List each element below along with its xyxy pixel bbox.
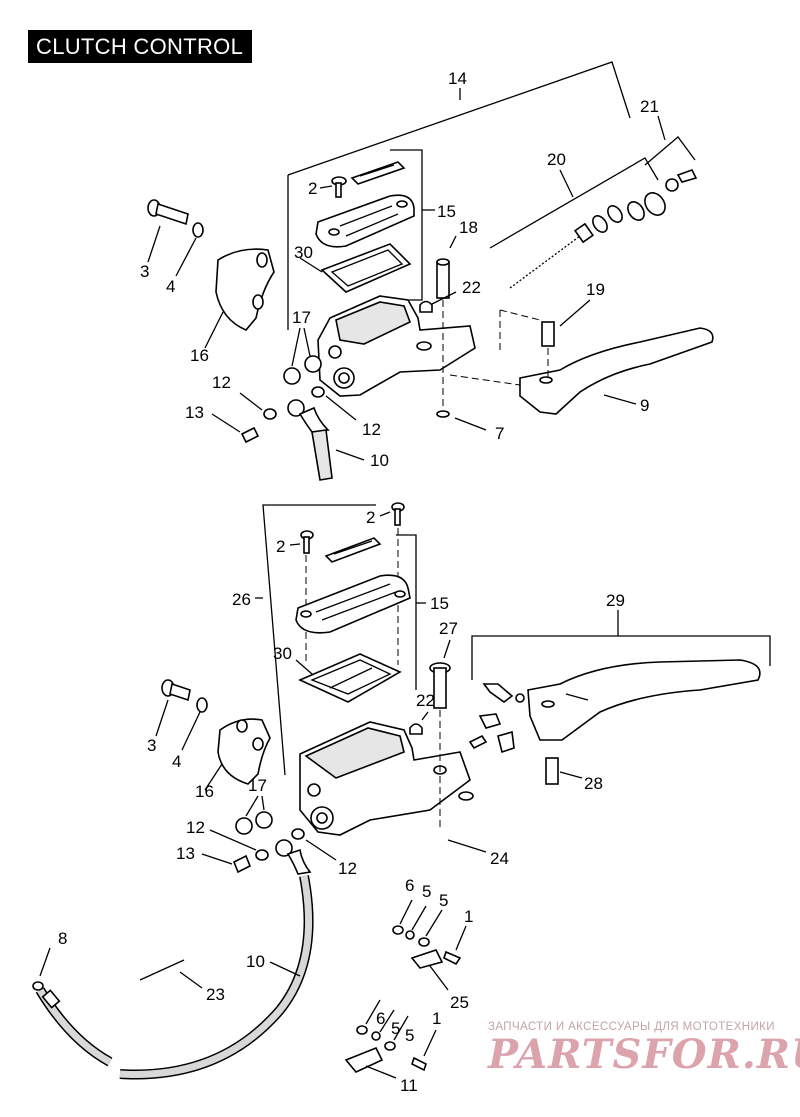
cable-tie-23 (139, 959, 185, 981)
watermark-logo: PARTSFOR.RU (488, 1031, 800, 1078)
callout-16: 16 (195, 782, 214, 801)
callout-16: 16 (190, 346, 209, 365)
bushing-28 (545, 757, 559, 785)
clamp-bolt-3-bottom (161, 679, 191, 702)
callout-27: 27 (439, 619, 458, 638)
washer-4-bottom (196, 697, 208, 713)
callout-5: 5 (439, 891, 448, 910)
callout-17: 17 (248, 776, 267, 795)
callout-10: 10 (370, 451, 389, 470)
callout-3: 3 (147, 736, 156, 755)
bracket-15-bottom (396, 534, 417, 690)
clutch-lever-9 (519, 327, 714, 415)
callout-13: 13 (185, 403, 204, 422)
callout-22: 22 (462, 278, 481, 297)
screw-2-bottom-right (391, 502, 405, 526)
callout-2: 2 (308, 179, 317, 198)
label-strip-bottom (324, 537, 382, 563)
callout-6: 6 (405, 876, 414, 895)
bracket-26 (262, 504, 376, 776)
master-cylinder-top (317, 295, 476, 397)
switch-kit-upper (392, 925, 462, 969)
callout-2: 2 (366, 508, 375, 527)
callout-10: 10 (246, 952, 265, 971)
callout-29: 29 (606, 591, 625, 610)
diaphragm-30-top (320, 243, 412, 293)
retaining-clip-7 (436, 410, 450, 418)
callout-15: 15 (437, 202, 456, 221)
callout-19: 19 (586, 280, 605, 299)
piston-spring-20 (509, 192, 666, 289)
callout-12: 12 (338, 859, 357, 878)
diagram-title: CLUTCH CONTROL (28, 30, 252, 63)
callout-22: 22 (416, 691, 435, 710)
callout-14: 14 (448, 69, 467, 88)
callout-23: 23 (206, 985, 225, 1004)
clamp-16-top (215, 248, 275, 331)
callout-4: 4 (172, 752, 181, 771)
callout-20: 20 (547, 150, 566, 169)
clutch-hose-10 (32, 875, 314, 1080)
callout-1: 1 (432, 1009, 441, 1028)
pivot-pin-27 (429, 662, 451, 709)
callout-26: 26 (232, 590, 251, 609)
callout-5: 5 (391, 1019, 400, 1038)
callout-5: 5 (422, 882, 431, 901)
clip-21 (665, 169, 698, 192)
callout-12: 12 (186, 818, 205, 837)
bracket-14 (287, 61, 631, 176)
fitting-17-bottom (235, 811, 273, 835)
banjo-bolt-13-bottom (232, 854, 252, 874)
clamp-16-bottom (217, 718, 271, 785)
fitting-17-top (283, 355, 322, 385)
reservoir-cover-bottom (295, 574, 411, 634)
callout-4: 4 (166, 277, 175, 296)
diaphragm-30-bottom (298, 653, 402, 703)
clamp-bolt-3-top (147, 199, 189, 226)
callout-6: 6 (376, 1009, 385, 1028)
screw-2-bottom-left (300, 530, 314, 554)
callout-9: 9 (640, 396, 649, 415)
callout-12: 12 (212, 373, 231, 392)
bracket-29 (471, 635, 771, 680)
callout-15: 15 (430, 594, 449, 613)
callout-12: 12 (362, 420, 381, 439)
callout-30: 30 (294, 243, 313, 262)
banjo-fitting-bottom (255, 828, 312, 875)
switch-assembly (468, 683, 525, 754)
switch-kit-lower (344, 1025, 427, 1073)
reservoir-cover-top (315, 194, 415, 248)
banjo-fitting-top (263, 386, 333, 481)
pivot-pin-18 (436, 258, 450, 299)
callout-7: 7 (495, 424, 504, 443)
banjo-bolt-13-top (240, 426, 260, 444)
washer-4-top (192, 222, 204, 238)
callout-17: 17 (292, 308, 311, 327)
callout-28: 28 (584, 774, 603, 793)
callout-3: 3 (140, 262, 149, 281)
watermark-tagline: ЗАПЧАСТИ И АКСЕССУАРЫ ДЛЯ МОТОТЕХНИКИ (488, 1021, 775, 1033)
boot-22-top (419, 300, 433, 313)
callout-13: 13 (176, 844, 195, 863)
clutch-lever-29 (527, 659, 761, 741)
callout-1: 1 (464, 907, 473, 926)
bracket-20 (489, 157, 659, 249)
bushing-19 (541, 321, 555, 347)
screw-2-top (331, 176, 347, 198)
bracket-15-top (390, 149, 423, 301)
callout-30: 30 (273, 644, 292, 663)
callout-8: 8 (58, 929, 67, 948)
callout-25: 25 (450, 993, 469, 1012)
callout-11: 11 (400, 1076, 418, 1095)
master-cylinder-bottom (299, 721, 474, 836)
callout-2: 2 (276, 537, 285, 556)
callout-24: 24 (490, 849, 509, 868)
boot-22-bottom (409, 723, 423, 735)
callout-21: 21 (640, 97, 659, 116)
callout-5: 5 (405, 1026, 414, 1045)
bracket-21 (644, 136, 696, 166)
callout-18: 18 (459, 218, 478, 237)
label-strip-top (350, 161, 406, 185)
